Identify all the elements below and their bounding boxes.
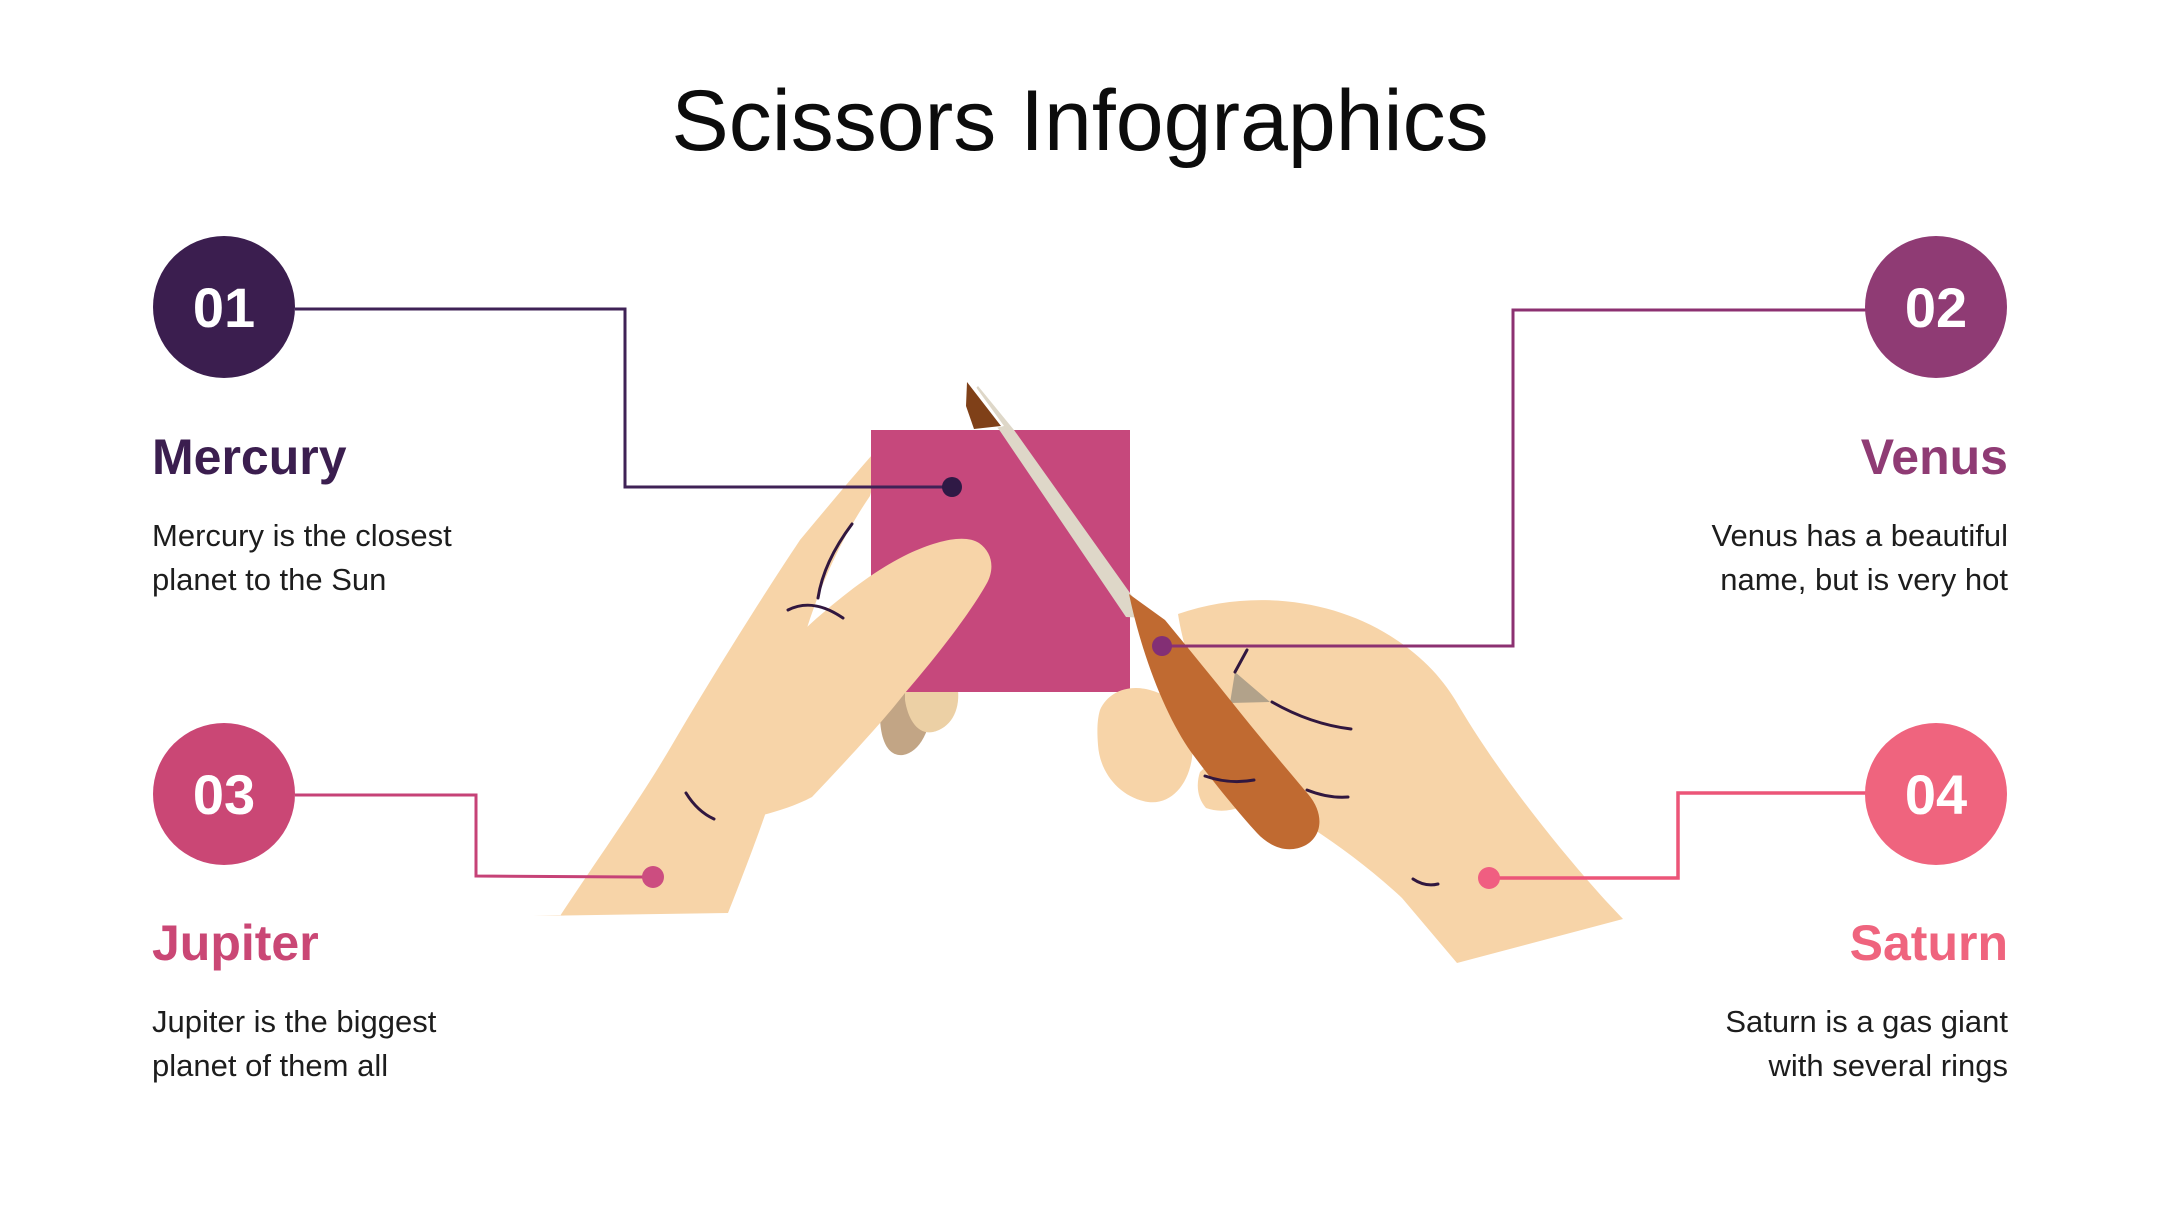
- badge-02-number: 02: [1904, 275, 1968, 339]
- right-hand-creases: [1203, 648, 1440, 887]
- item-desc-mercury: Mercury is the closest planet to the Sun: [152, 514, 452, 602]
- item-desc-jupiter-line1: Jupiter is the biggest: [152, 1004, 437, 1039]
- badge-01-number: 01: [192, 275, 256, 339]
- right-index-fingertip: [1097, 688, 1193, 803]
- item-desc-jupiter-line2: planet of them all: [152, 1048, 389, 1083]
- right-hand: [1178, 600, 1623, 963]
- connector-line-venus: [1170, 308, 1866, 648]
- left-arm-and-hand: [533, 446, 910, 916]
- item-desc-saturn-line1: Saturn is a gas giant: [1725, 1004, 2008, 1039]
- item-title-venus: Venus: [1860, 429, 2008, 485]
- badge-01: 01: [153, 236, 295, 378]
- item-desc-venus-line1: Venus has a beautiful: [1711, 518, 2008, 553]
- connector-dot-mercury: [942, 477, 962, 497]
- item-desc-venus: Venus has a beautiful name, but is very …: [1712, 514, 2008, 602]
- badge-04: 04: [1865, 723, 2007, 865]
- badge-03-number: 03: [192, 762, 256, 826]
- badge-04-number: 04: [1904, 762, 1968, 826]
- item-desc-jupiter: Jupiter is the biggest planet of them al…: [152, 1000, 436, 1088]
- page-title: Scissors Infographics: [671, 73, 1489, 169]
- connector-dot-venus: [1152, 636, 1172, 656]
- badge-02: 02: [1865, 236, 2007, 378]
- left-hand-creases: [684, 522, 854, 821]
- item-title-jupiter: Jupiter: [152, 915, 319, 971]
- knife-blade-icon: [971, 386, 1147, 618]
- item-desc-mercury-line2: planet to the Sun: [152, 562, 387, 597]
- connector-line-jupiter: [295, 793, 645, 879]
- item-desc-mercury-line1: Mercury is the closest: [152, 518, 452, 553]
- connector-line-mercury: [295, 307, 944, 489]
- knife-tip-icon: [966, 382, 1001, 429]
- left-thumb: [763, 538, 992, 815]
- knife-handle-icon: [1129, 594, 1320, 850]
- item-desc-saturn-line2: with several rings: [1768, 1048, 2008, 1083]
- connector-dot-saturn: [1478, 867, 1500, 889]
- badge-03: 03: [153, 723, 295, 865]
- item-title-mercury: Mercury: [152, 429, 347, 485]
- connector-line-saturn: [1498, 791, 1866, 880]
- blade-heel-triangle: [1230, 672, 1270, 703]
- connector-dot-jupiter: [642, 866, 664, 888]
- item-title-saturn: Saturn: [1849, 915, 2008, 971]
- item-desc-saturn: Saturn is a gas giant with several rings: [1725, 1000, 2008, 1088]
- item-desc-venus-line2: name, but is very hot: [1720, 562, 2008, 597]
